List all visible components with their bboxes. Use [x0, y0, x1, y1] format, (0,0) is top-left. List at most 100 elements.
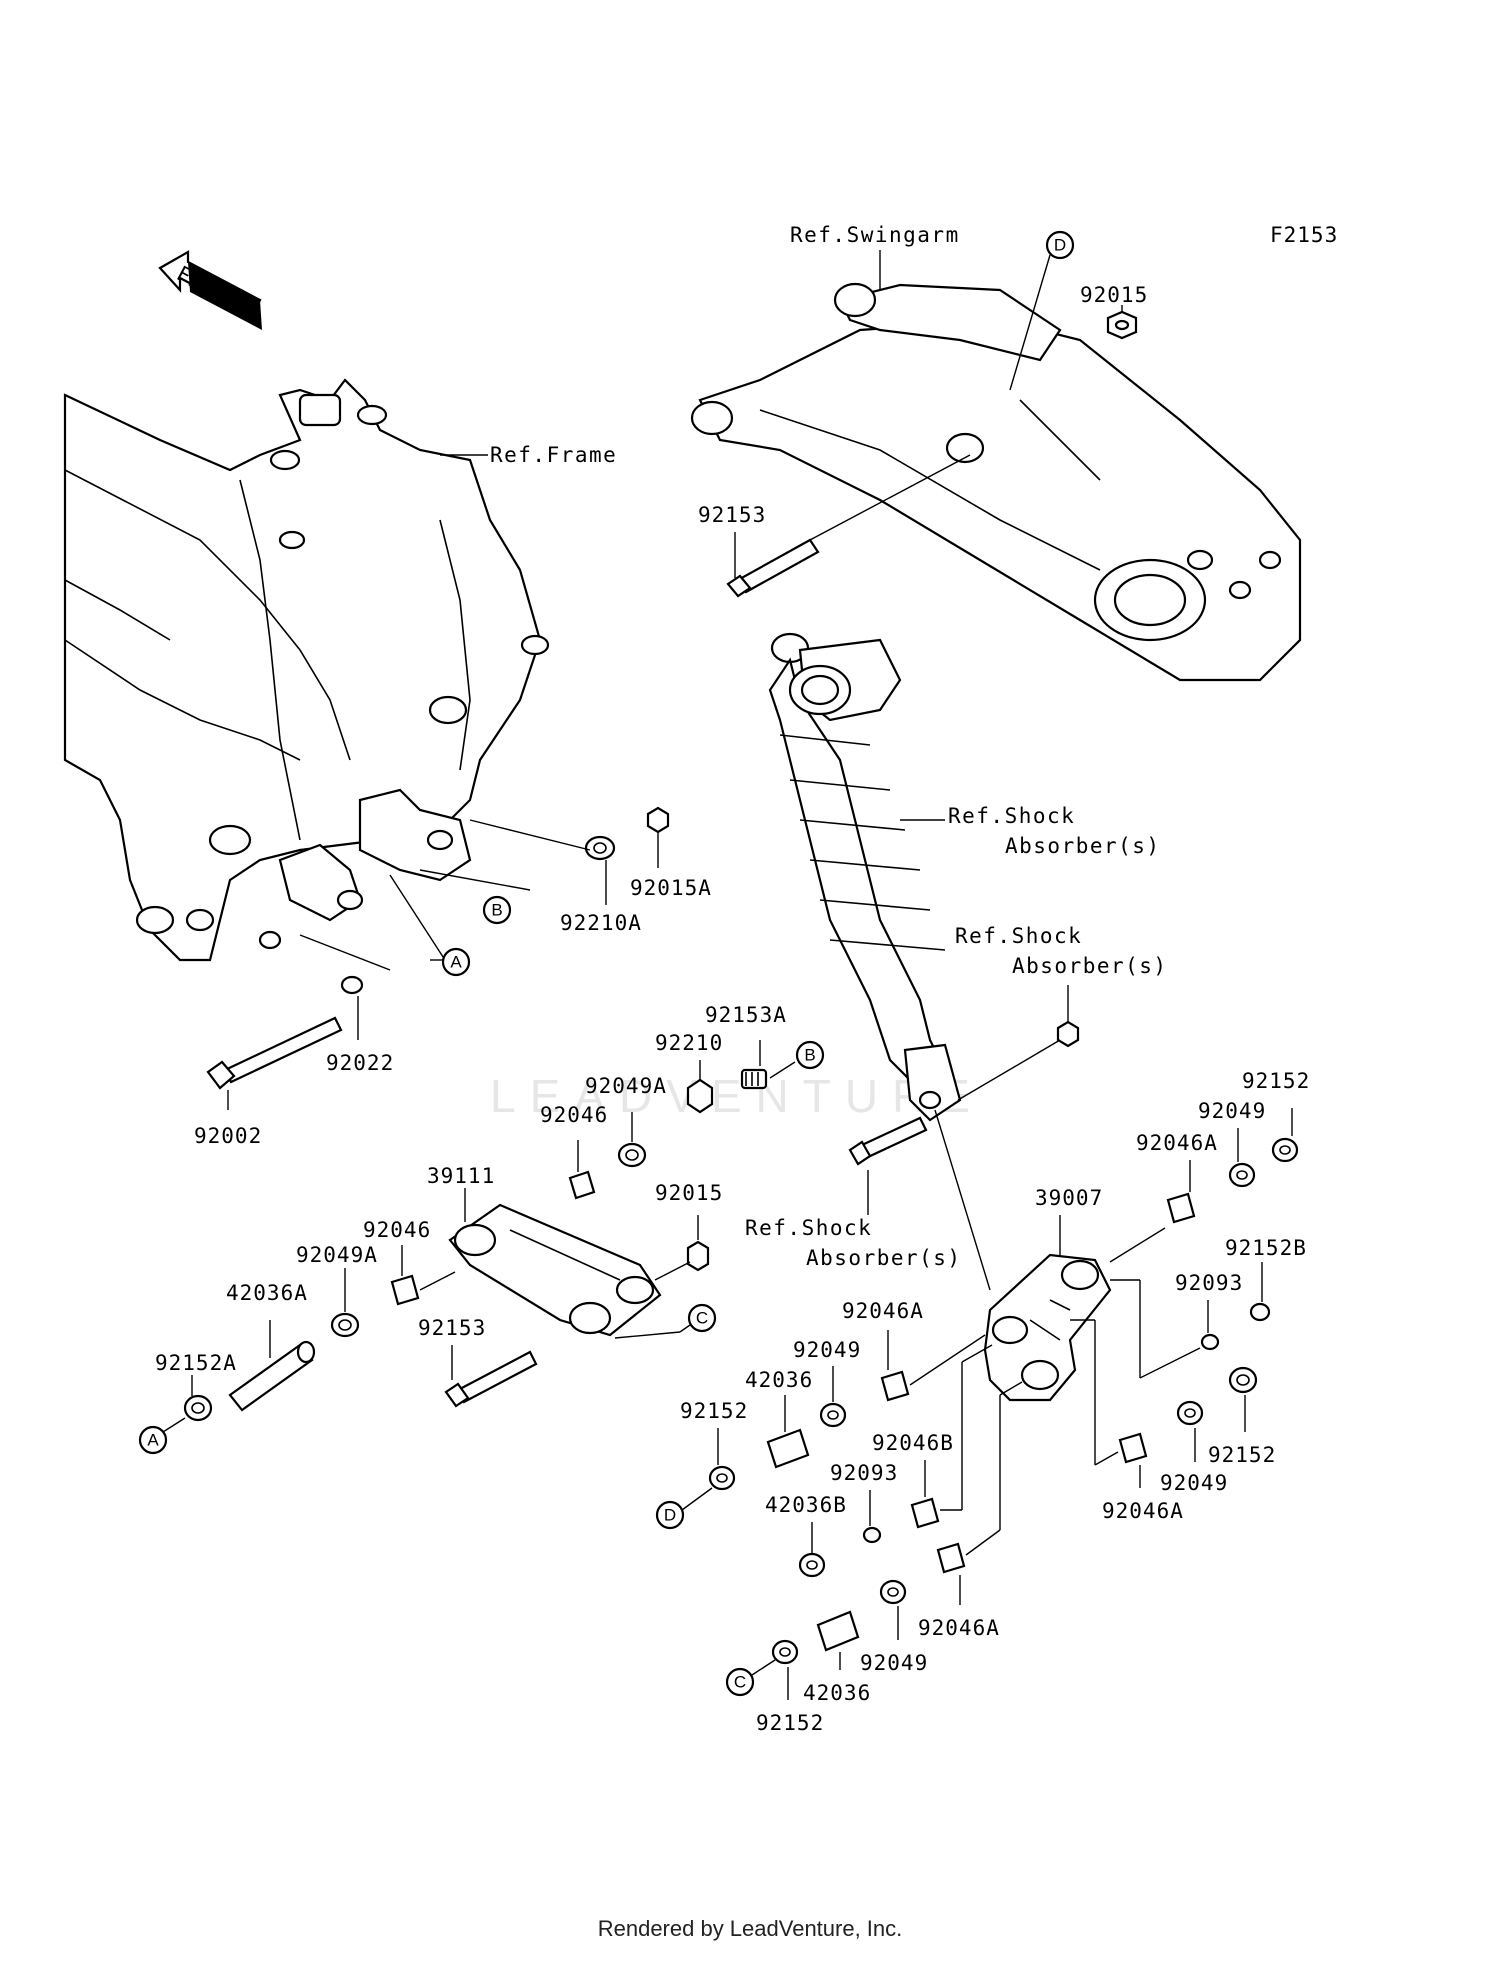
bearing-92046A-c — [880, 1370, 910, 1402]
bearing-92046B — [910, 1497, 940, 1529]
bearing-92046-1 — [568, 1170, 596, 1200]
seal-92049A-1 — [617, 1142, 647, 1168]
seal-92049-r2 — [1176, 1400, 1204, 1426]
frame-drawing — [63, 378, 550, 962]
shock-absorber-drawing — [768, 632, 962, 1122]
part-92049-r2: 92049 — [1160, 1471, 1228, 1495]
sleeve-42036-c — [766, 1428, 810, 1469]
collar-92152A — [183, 1394, 213, 1422]
bolt-92153-top — [726, 454, 971, 598]
seal-92049A-2 — [330, 1312, 360, 1338]
collar-92152-b — [771, 1639, 799, 1665]
part-92153-mid: 92153 — [418, 1316, 486, 1340]
collar-92093-c — [862, 1526, 882, 1544]
part-92046-1: 92046 — [540, 1103, 608, 1127]
callout-c-bottom — [725, 1667, 755, 1697]
part-42036B: 42036B — [765, 1493, 847, 1517]
part-92015-top: 92015 — [1080, 283, 1148, 307]
callout-b-link — [795, 1040, 825, 1070]
collar-92152B — [1249, 1302, 1271, 1322]
part-92046A-c: 92046A — [842, 1299, 924, 1323]
part-92152-c: 92152 — [680, 1399, 748, 1423]
ref-swingarm-label: Ref.Swingarm — [790, 223, 960, 247]
callout-b-frame: B — [419, 869, 531, 925]
ref-shock-2-line2: Absorber(s) — [1012, 954, 1168, 978]
part-39111: 39111 — [427, 1164, 495, 1188]
part-42036-b: 42036 — [803, 1681, 871, 1705]
front-label: FRONT — [173, 261, 245, 314]
bearing-92046-2 — [390, 1274, 420, 1306]
nut-92015-mid — [686, 1240, 710, 1272]
callout-a-frame: A — [389, 874, 471, 977]
seal-92049-r1 — [1228, 1162, 1256, 1188]
collar-92152-r2 — [1228, 1366, 1258, 1394]
part-92046-2: 92046 — [363, 1218, 431, 1242]
part-92046A-r1: 92046A — [1136, 1131, 1218, 1155]
callout-c-link: C — [614, 1303, 717, 1339]
washer-92022 — [340, 975, 364, 995]
part-92152-r1: 92152 — [1242, 1069, 1310, 1093]
part-92210A: 92210A — [560, 911, 642, 935]
part-92093-r: 92093 — [1175, 1271, 1243, 1295]
svg-text:C: C — [696, 1309, 708, 1328]
part-92152-b: 92152 — [756, 1711, 824, 1735]
ref-shock-3-line2: Absorber(s) — [806, 1246, 962, 1270]
nut-92015A — [646, 806, 670, 834]
part-92015-mid: 92015 — [655, 1181, 723, 1205]
part-92049A-2: 92049A — [296, 1243, 378, 1267]
part-92152-r2: 92152 — [1208, 1443, 1276, 1467]
part-92049A-1: 92049A — [585, 1074, 667, 1098]
callout-c-bottom-text: C — [734, 1673, 746, 1692]
collar-92093-r — [1200, 1333, 1220, 1351]
part-92049-b: 92049 — [860, 1651, 928, 1675]
shock-lower-bolt — [848, 1116, 928, 1166]
callout-d-bottom — [655, 1500, 685, 1530]
part-92022: 92022 — [326, 1051, 394, 1075]
part-92210: 92210 — [655, 1031, 723, 1055]
part-92046B: 92046B — [872, 1431, 954, 1455]
part-92002: 92002 — [194, 1124, 262, 1148]
washer-92210A — [584, 835, 616, 861]
front-arrow-icon: FRONT — [158, 250, 262, 330]
callout-d-top: D — [1009, 230, 1075, 391]
bolt-92002 — [206, 1016, 343, 1090]
svg-text:A: A — [450, 953, 462, 972]
callout-b-link-text: B — [804, 1046, 815, 1065]
part-39007: 39007 — [1035, 1186, 1103, 1210]
ref-shock-3-line1: Ref.Shock — [745, 1216, 872, 1240]
part-42036A: 42036A — [226, 1281, 308, 1305]
svg-text:B: B — [491, 901, 502, 920]
part-92049-r1: 92049 — [1198, 1099, 1266, 1123]
part-92152A: 92152A — [155, 1351, 237, 1375]
rocker-arm-39007 — [983, 1253, 1112, 1402]
part-42036-c: 42036 — [745, 1368, 813, 1392]
watermark: LEADVENTURE — [490, 1070, 984, 1122]
part-92015A: 92015A — [630, 876, 712, 900]
bearing-92046A-r1 — [1166, 1192, 1196, 1224]
part-92049-c: 92049 — [793, 1338, 861, 1362]
seal-92049-c — [819, 1402, 847, 1428]
footer-credit: Rendered by LeadVenture, Inc. — [597, 1916, 903, 1941]
part-92046A-b: 92046A — [918, 1616, 1000, 1640]
bearing-92046A-b — [936, 1542, 966, 1574]
callout-a-link-text: A — [147, 1431, 159, 1450]
bolt-92153A — [740, 1068, 768, 1090]
shock-nut — [1056, 1020, 1080, 1048]
part-92152B: 92152B — [1225, 1236, 1307, 1260]
nut-92210 — [686, 1078, 714, 1114]
part-92093-c: 92093 — [830, 1461, 898, 1485]
sleeve-42036-b — [816, 1610, 860, 1652]
svg-text:D: D — [1054, 236, 1066, 255]
ref-shock-1-line1: Ref.Shock — [948, 804, 1075, 828]
part-92153A: 92153A — [705, 1003, 787, 1027]
ref-shock-2-line1: Ref.Shock — [955, 924, 1082, 948]
ref-frame-label: Ref.Frame — [490, 443, 617, 467]
ref-shock-1-line2: Absorber(s) — [1005, 834, 1161, 858]
callout-a-link — [138, 1425, 168, 1455]
bolt-92153-mid — [444, 1350, 538, 1408]
collar-92152-c — [708, 1465, 736, 1491]
nut-92015-top — [1106, 305, 1138, 340]
collar-92152-r1 — [1271, 1137, 1299, 1163]
bearing-92046A-r2 — [1118, 1432, 1148, 1464]
